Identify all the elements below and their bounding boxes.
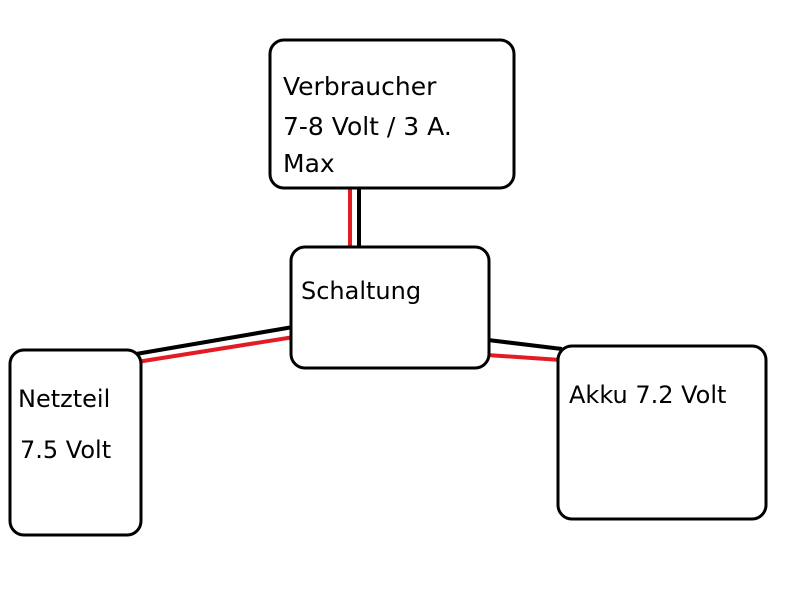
akku-node: Akku 7.2 Volt <box>556 344 768 521</box>
verbraucher-node: Verbraucher 7-8 Volt / 3 A. Max <box>268 38 516 190</box>
verbraucher-box <box>268 38 516 190</box>
netzteil-label-line-2: 7.5 Volt <box>20 436 111 464</box>
akku-label: Akku 7.2 Volt <box>569 381 726 409</box>
wire-netzteil-schaltung <box>135 325 295 364</box>
wire-akku-schaltung <box>486 338 563 362</box>
schaltung-label: Schaltung <box>301 277 421 305</box>
verbraucher-label-line-1: Verbraucher <box>283 72 437 101</box>
verbraucher-label-line-3: Max <box>283 149 335 178</box>
netzteil-label-line-1: Netzteil <box>18 385 110 413</box>
wire-verbraucher-schaltung <box>348 186 361 248</box>
netzteil-box <box>8 348 143 537</box>
akku-box <box>556 344 768 521</box>
schaltung-node: Schaltung <box>289 245 491 370</box>
netzteil-node: Netzteil 7.5 Volt <box>8 348 143 537</box>
verbraucher-label-line-2: 7-8 Volt / 3 A. <box>283 112 452 141</box>
schaltung-box <box>289 245 491 370</box>
